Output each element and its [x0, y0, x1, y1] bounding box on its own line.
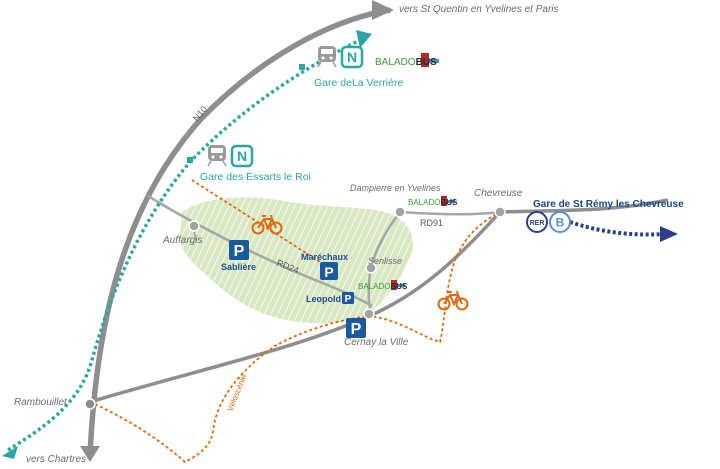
label-station-essarts: Gare des Essarts le Roi — [200, 171, 311, 183]
svg-text:N: N — [237, 148, 247, 164]
train-icon — [317, 46, 337, 68]
line-n-icon: N — [340, 45, 364, 69]
cycle-route-marechaux — [191, 179, 321, 263]
road-n10 — [87, 7, 391, 456]
dot-auffargis — [188, 220, 200, 232]
bicycle-icon — [251, 214, 283, 235]
label-cernay: Cernay la Ville — [344, 337, 409, 348]
forest-area — [179, 197, 413, 324]
svg-text:BALADOBUS: BALADOBUS — [375, 57, 437, 68]
label-parking-marechaux: Maréchaux — [301, 252, 348, 262]
label-station-la-verriere: Gare deLa Verrière — [314, 77, 403, 89]
svg-text:P: P — [234, 243, 245, 260]
svg-text:RER: RER — [530, 220, 545, 227]
rer-b-line — [569, 220, 666, 237]
dot-senlisse — [365, 262, 377, 274]
label-north-destination: vers St Quentin en Yvelines et Paris — [399, 4, 559, 15]
rer-b-badge: B — [549, 211, 571, 233]
svg-text:BALADOBUS: BALADOBUS — [358, 282, 408, 291]
rer-b-arrow — [660, 226, 678, 242]
svg-text:P: P — [324, 264, 333, 280]
parking-icon: P — [342, 292, 354, 305]
svg-text:B: B — [556, 216, 565, 230]
line-n-north-arrow — [356, 30, 372, 48]
parking-icon: P — [320, 262, 338, 280]
balado-bus-logo-dampierre: BALADOBUS — [408, 196, 458, 207]
road-rd24 — [147, 194, 373, 308]
road-rd91 — [399, 210, 501, 216]
label-veloscenie: Véloscénie — [226, 373, 249, 413]
cycle-route-veloscenie — [89, 211, 501, 464]
dot-dampierre — [394, 206, 406, 218]
line-n-south-arrow — [2, 446, 18, 459]
svg-text:P: P — [345, 294, 352, 305]
bicycle-icon — [437, 290, 469, 311]
train-line-n — [7, 38, 361, 452]
label-rd91: RD91 — [420, 218, 443, 228]
label-rambouillet: Rambouillet — [14, 397, 68, 408]
rer-icon: RER — [526, 211, 548, 233]
label-dampierre: Dampierre en Yvelines — [350, 183, 441, 193]
label-parking-sabliere: Sablière — [221, 262, 256, 272]
balado-bus-logo-verriere: BALADOBUS — [375, 53, 439, 68]
train-icon — [207, 145, 227, 167]
station-dot-la-verriere — [299, 64, 305, 70]
parking-icon: P — [229, 240, 249, 260]
balado-bus-logo-senlisse: BALADOBUS — [358, 280, 408, 291]
label-auffargis: Auffargis — [162, 235, 202, 246]
road-chevreuse-east — [499, 198, 669, 214]
line-n-icon: N — [230, 144, 254, 168]
svg-text:P: P — [351, 321, 362, 338]
n10-south-arrow — [80, 446, 100, 462]
label-station-st-remy: Gare de St Rémy les Chevreuse — [533, 199, 684, 210]
svg-text:N: N — [347, 49, 357, 65]
label-chevreuse: Chevreuse — [474, 188, 523, 199]
dot-cernay — [363, 308, 375, 320]
station-dot-essarts — [187, 157, 193, 163]
dot-rambouillet — [84, 398, 96, 410]
label-south-destination: vers Chartres — [26, 454, 86, 465]
label-senlisse: Senlisse — [368, 256, 402, 266]
parking-icon: P — [346, 318, 366, 338]
label-parking-leopold: Leopold — [306, 294, 341, 304]
label-n10: N10 — [191, 104, 209, 123]
svg-text:BALADOBUS: BALADOBUS — [408, 198, 458, 207]
dot-chevreuse — [494, 206, 506, 218]
n10-north-arrow — [372, 0, 394, 20]
